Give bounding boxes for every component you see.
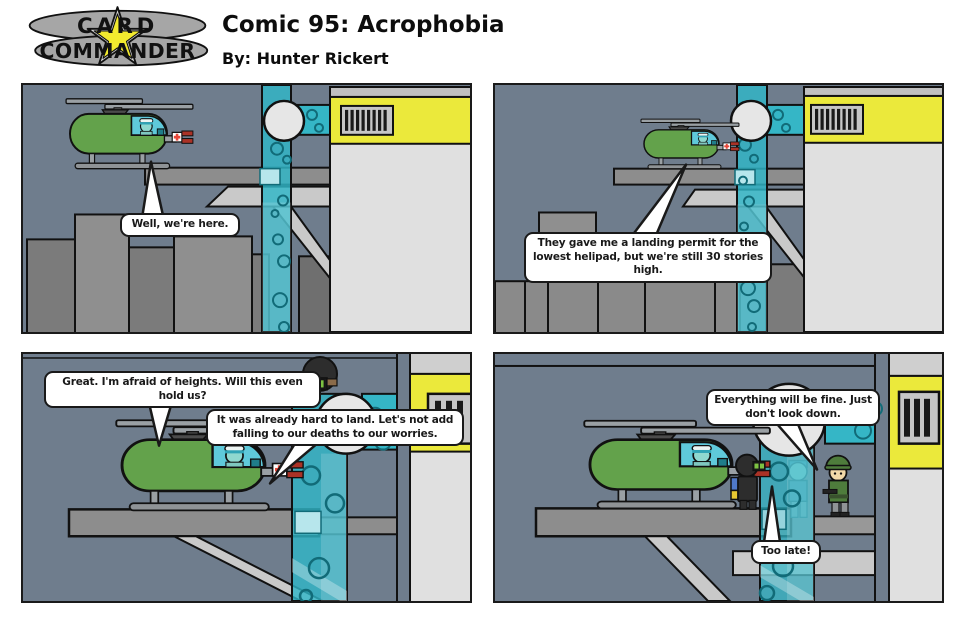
vent-grate: [340, 104, 394, 136]
ceiling-band: [23, 354, 400, 359]
sky-bridge: [766, 103, 805, 136]
vent-grate: [810, 103, 864, 135]
comic-panel-1: Well, we're here.: [21, 83, 472, 334]
logo-text-commander: COMMANDER: [39, 39, 195, 63]
speech-bubble-1: Everything will be fine. Just don't look…: [706, 389, 880, 427]
medical-helicopter: [65, 97, 194, 170]
sphere-junction: [262, 99, 306, 143]
helipad: [534, 507, 793, 601]
speech-bubble-2: Too late!: [751, 540, 821, 564]
green-soldier: [822, 454, 852, 517]
speech-bubble: Well, we're here.: [120, 213, 240, 237]
panel-4-artwork: [495, 354, 942, 601]
building-right: [874, 354, 942, 601]
city-skyline: [26, 213, 331, 332]
building-right: [396, 354, 470, 601]
comic-title: Comic 95: Acrophobia: [222, 12, 505, 38]
building-right: [329, 85, 470, 332]
speech-bubble: They gave me a landing permit for the lo…: [524, 232, 772, 283]
sphere-junction: [729, 99, 773, 143]
comic-byline: By: Hunter Rickert: [222, 49, 389, 68]
star-icon-inner: [93, 13, 142, 59]
comic-panel-3: Great. I'm afraid of heights. Will this …: [21, 352, 472, 603]
panel-1-artwork: [26, 85, 470, 332]
ceiling-band: [495, 354, 878, 367]
speech-bubble-2: It was already hard to land. Let's not a…: [206, 409, 464, 447]
panel-2-artwork: [495, 85, 942, 332]
building-right: [803, 85, 942, 332]
comic-panel-4: Everything will be fine. Just don't look…: [493, 352, 944, 603]
vent-grate: [897, 390, 941, 445]
black-ops-soldier: [730, 453, 766, 510]
logo-text-card: CARD: [77, 14, 158, 39]
card-commander-logo: CARD COMMANDER: [28, 6, 209, 67]
medical-helicopter: [640, 118, 740, 170]
helipad: [67, 508, 398, 601]
comic-panel-2: They gave me a landing permit for the lo…: [493, 83, 944, 334]
speech-bubble-1: Great. I'm afraid of heights. Will this …: [44, 371, 321, 409]
